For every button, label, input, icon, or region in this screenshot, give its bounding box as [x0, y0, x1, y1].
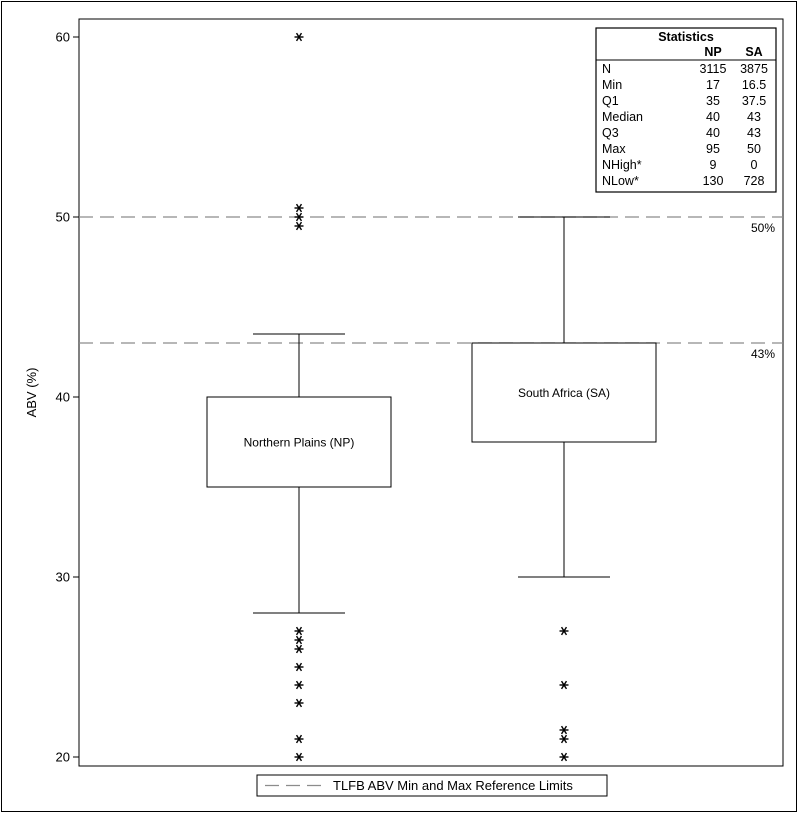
statistics-cell: 43 [747, 126, 761, 140]
y-tick-label: 50 [56, 210, 70, 225]
box-iqr [471, 342, 657, 443]
y-tick-label: 40 [56, 390, 70, 405]
statistics-cell: 50 [747, 142, 761, 156]
statistics-column-header: SA [745, 45, 762, 59]
legend-label: TLFB ABV Min and Max Reference Limits [333, 778, 573, 793]
outlier-marker [294, 626, 304, 636]
outlier-marker [294, 644, 304, 654]
box-iqr [206, 396, 392, 488]
statistics-cell: 37.5 [742, 94, 766, 108]
statistics-row-label: NLow* [602, 174, 639, 188]
statistics-table-border [595, 27, 777, 193]
statistics-cell: 16.5 [742, 78, 766, 92]
statistics-row-label: NHigh* [602, 158, 642, 172]
statistics-row-label: Q1 [602, 94, 619, 108]
y-tick-label: 60 [56, 30, 70, 45]
statistics-row-label: N [602, 62, 611, 76]
y-axis-label: ABV (%) [24, 368, 39, 418]
plot-area-border [78, 18, 784, 767]
statistics-column-header: NP [704, 45, 721, 59]
statistics-cell: 43 [747, 110, 761, 124]
statistics-row-label: Min [602, 78, 622, 92]
outlier-marker [294, 752, 304, 762]
statistics-cell: 728 [744, 174, 765, 188]
statistics-row-label: Median [602, 110, 643, 124]
y-tick-label: 20 [56, 750, 70, 765]
outlier-marker [294, 32, 304, 42]
box-label: South Africa (SA) [518, 386, 610, 400]
outlier-marker [294, 203, 304, 213]
statistics-row-label: Q3 [602, 126, 619, 140]
statistics-table-title: Statistics [658, 30, 714, 44]
outlier-marker [294, 221, 304, 231]
outliers-layer [294, 32, 569, 762]
statistics-cell: 17 [706, 78, 720, 92]
outlier-marker [294, 662, 304, 672]
outlier-marker [559, 680, 569, 690]
legend-border [256, 774, 608, 797]
statistics-cell: 95 [706, 142, 720, 156]
outlier-marker [559, 725, 569, 735]
outlier-marker [559, 626, 569, 636]
statistics-cell: 9 [710, 158, 717, 172]
y-tick-label: 30 [56, 570, 70, 585]
reference-line-label: 50% [751, 221, 775, 235]
outlier-marker [559, 734, 569, 744]
outlier-marker [294, 635, 304, 645]
statistics-cell: 3875 [740, 62, 768, 76]
statistics-cell: 0 [751, 158, 758, 172]
statistics-cell: 40 [706, 110, 720, 124]
outlier-marker [294, 698, 304, 708]
boxes-layer: Northern Plains (NP) South Africa (SA) [206, 216, 657, 614]
statistics-cell: 3115 [700, 62, 727, 76]
legend: TLFB ABV Min and Max Reference Limits [256, 774, 608, 797]
box-label: Northern Plains (NP) [244, 436, 355, 450]
reference-lines: 50% 43% [79, 216, 783, 361]
outlier-marker [294, 734, 304, 744]
outlier-marker [294, 680, 304, 690]
outlier-marker [559, 752, 569, 762]
statistics-cell: 35 [706, 94, 720, 108]
statistics-row-label: Max [602, 142, 626, 156]
reference-line-label: 43% [751, 347, 775, 361]
outlier-marker [294, 212, 304, 222]
statistics-cell: 130 [703, 174, 724, 188]
statistics-cell: 40 [706, 126, 720, 140]
